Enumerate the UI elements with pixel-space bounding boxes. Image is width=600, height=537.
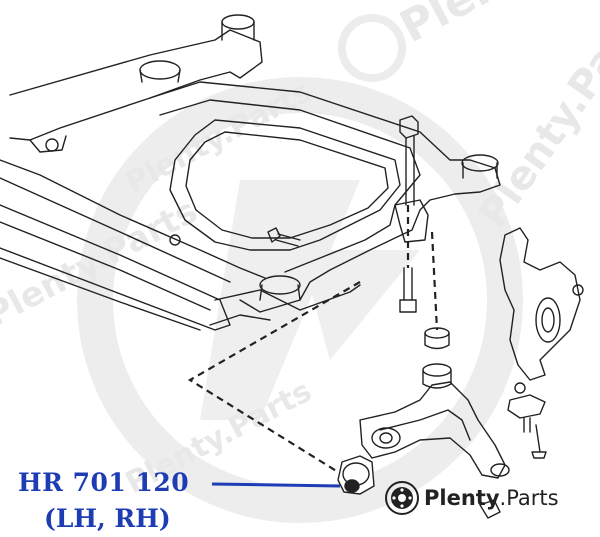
steering-knuckle — [499, 227, 584, 381]
control-arm-bushing — [337, 455, 375, 495]
brand-name-suffix: .Parts — [499, 486, 559, 510]
brand-name-main: Plenty — [424, 486, 500, 510]
ball-joint — [507, 382, 547, 459]
vertical-bolt — [399, 115, 419, 313]
frame-rails — [0, 159, 361, 331]
brand-name: Plenty.Parts — [424, 486, 559, 510]
brake-disc-icon — [385, 481, 419, 515]
side-label: (LH, RH) — [44, 504, 171, 533]
brand-logo: Plenty.Parts — [384, 480, 559, 516]
bushing-stack — [422, 327, 452, 389]
subframe — [9, 14, 501, 313]
lower-control-arm — [359, 381, 510, 519]
part-number-label: HR 701 120 — [18, 468, 190, 497]
assembly-guides — [187, 205, 439, 473]
horizontal-bolt — [267, 227, 301, 247]
callout-leader — [211, 482, 341, 488]
